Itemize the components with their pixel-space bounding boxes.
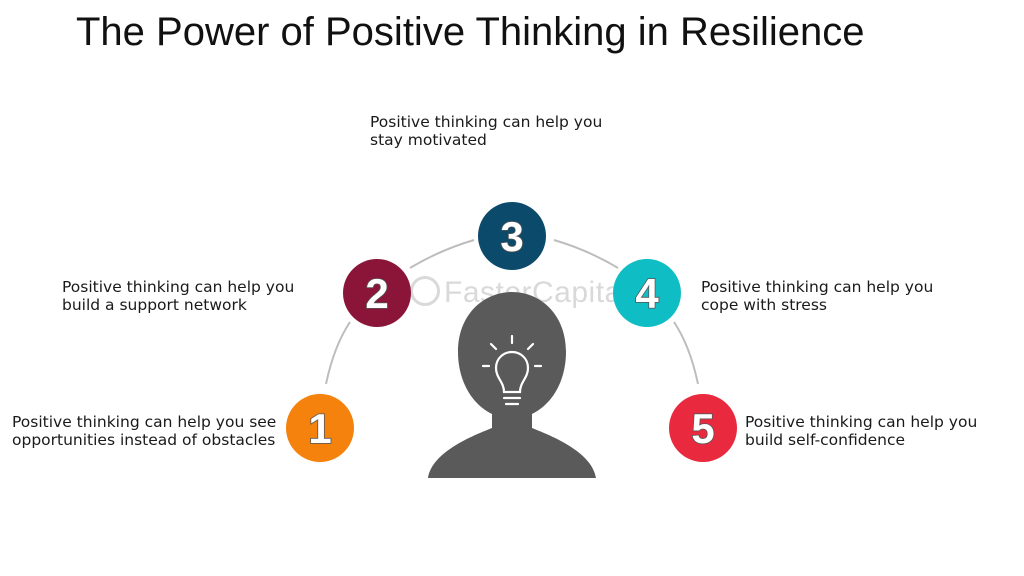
connector-3-4 (553, 239, 619, 269)
step-number-2: 2 (365, 270, 388, 317)
connector-1-2 (325, 321, 351, 385)
step-circle-3: 3 (478, 202, 546, 270)
step-caption-1: Positive thinking can help you see oppor… (12, 413, 277, 449)
step-caption-5: Positive thinking can help you build sel… (745, 413, 978, 449)
step-number-4: 4 (635, 270, 659, 317)
step-number-5: 5 (691, 405, 714, 452)
step-circle-4: 4 (613, 259, 681, 327)
step-circle-1: 1 (286, 394, 354, 462)
step-number-1: 1 (308, 405, 331, 452)
step-circle-1-disc (286, 394, 354, 462)
connector-2-3 (409, 239, 475, 269)
step-circle-5: 5 (669, 394, 737, 462)
connector-arc (325, 239, 699, 385)
step-circle-4-disc (613, 259, 681, 327)
person-head-silhouette-icon (428, 292, 596, 478)
step-circle-2-disc (343, 259, 411, 327)
step-caption-4: Positive thinking can help you cope with… (701, 278, 934, 314)
watermark-logo-icon (410, 276, 440, 306)
lightbulb-icon (481, 334, 543, 406)
step-circle-3-disc (478, 202, 546, 270)
page-title: The Power of Positive Thinking in Resili… (76, 10, 865, 54)
step-number-3: 3 (500, 213, 523, 260)
connector-4-5 (673, 321, 699, 385)
step-caption-2: Positive thinking can help you build a s… (62, 278, 295, 314)
step-circle-5-disc (669, 394, 737, 462)
step-caption-3: Positive thinking can help you stay moti… (370, 113, 603, 149)
step-circle-2: 2 (343, 259, 411, 327)
